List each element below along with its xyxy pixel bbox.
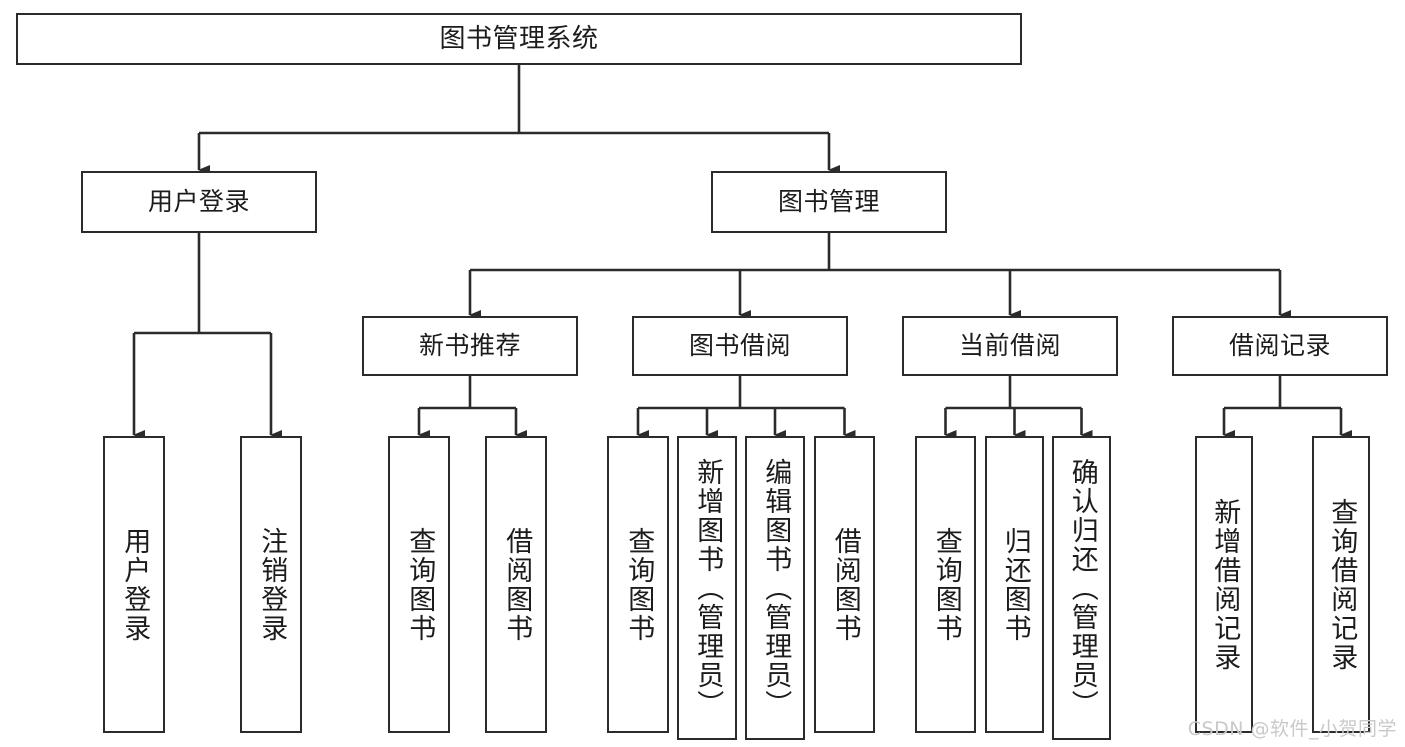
node-label: 注销登录 [256, 526, 288, 643]
node-label: 查询借阅记录 [1326, 497, 1358, 672]
node-label: 借阅图书 [829, 526, 861, 643]
node-label: 用户登录 [147, 187, 250, 217]
node-label: 编辑图书（管理员） [760, 457, 792, 719]
node-root[interactable]: 图书管理系统 [16, 13, 1022, 65]
node-label: 图书借阅 [688, 331, 791, 361]
node-leaf-edit-book[interactable]: 编辑图书（管理员） [745, 436, 805, 740]
node-label: 确认归还（管理员） [1066, 457, 1098, 719]
node-label: 归还图书 [999, 526, 1031, 643]
node-label: 借阅图书 [501, 526, 533, 643]
node-login[interactable]: 用户登录 [81, 171, 317, 233]
node-leaf-borrow-1[interactable]: 借阅图书 [485, 436, 547, 733]
node-leaf-query-3[interactable]: 查询图书 [915, 436, 976, 733]
node-label: 图书管理系统 [439, 23, 599, 54]
node-label: 查询图书 [404, 526, 436, 643]
node-label: 新增借阅记录 [1209, 497, 1241, 672]
node-leaf-query-2[interactable]: 查询图书 [607, 436, 669, 733]
node-leaf-query-rec[interactable]: 查询借阅记录 [1312, 436, 1370, 733]
node-leaf-add-rec[interactable]: 新增借阅记录 [1195, 436, 1253, 733]
node-current[interactable]: 当前借阅 [902, 316, 1118, 376]
node-label: 借阅记录 [1228, 331, 1331, 361]
node-record[interactable]: 借阅记录 [1172, 316, 1388, 376]
node-label: 新书推荐 [418, 331, 521, 361]
watermark-text: CSDN @软件_小贺同学 [1187, 718, 1397, 740]
node-leaf-login[interactable]: 用户登录 [103, 436, 165, 733]
node-label: 查询图书 [930, 526, 962, 643]
node-label: 当前借阅 [958, 331, 1061, 361]
node-borrow[interactable]: 图书借阅 [632, 316, 848, 376]
node-newbook[interactable]: 新书推荐 [362, 316, 578, 376]
node-label: 图书管理 [777, 187, 880, 217]
node-leaf-add-book[interactable]: 新增图书（管理员） [677, 436, 737, 740]
node-leaf-confirm[interactable]: 确认归还（管理员） [1052, 436, 1111, 740]
node-bookmgmt[interactable]: 图书管理 [711, 171, 947, 233]
node-leaf-return[interactable]: 归还图书 [985, 436, 1044, 733]
node-leaf-logout[interactable]: 注销登录 [240, 436, 302, 733]
node-label: 新增图书（管理员） [692, 457, 724, 719]
node-label: 查询图书 [623, 526, 655, 643]
node-leaf-query-1[interactable]: 查询图书 [388, 436, 450, 733]
node-label: 用户登录 [119, 526, 151, 643]
node-leaf-borrow-2[interactable]: 借阅图书 [814, 436, 875, 733]
